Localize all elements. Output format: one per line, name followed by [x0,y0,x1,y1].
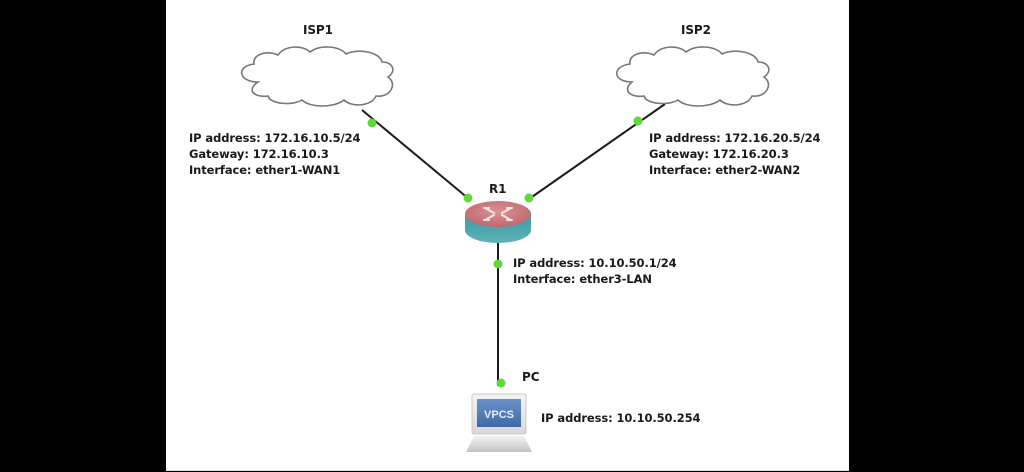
pc-ip-address: IP address: 10.10.50.254 [541,411,701,425]
node-label-isp2: ISP2 [681,23,711,37]
port-isp2[interactable] [633,116,643,126]
isp2-interface: Interface: ether2-WAN2 [649,163,801,177]
isp1-ip-address: IP address: 172.16.10.5/24 [189,131,361,145]
annotation-isp1-link: IP address: 172.16.10.5/24 Gateway: 172.… [189,130,361,178]
isp1-interface: Interface: ether1-WAN1 [189,163,341,177]
lan-ip-address: IP address: 10.10.50.1/24 [513,256,677,270]
annotation-isp2-link: IP address: 172.16.20.5/24 Gateway: 172.… [649,130,821,178]
annotation-lan-link: IP address: 10.10.50.1/24 Interface: eth… [513,255,677,287]
port-pc[interactable] [496,378,506,388]
port-r1-lan[interactable] [493,259,503,269]
cloud-icon [240,46,394,107]
port-r1-wan2[interactable] [524,193,534,203]
cloud-isp1[interactable] [240,46,394,107]
annotation-pc: IP address: 10.10.50.254 [541,410,701,426]
router-top [465,201,531,227]
node-label-pc: PC [522,370,540,384]
cloud-isp2[interactable] [615,46,770,107]
node-label-r1: R1 [489,182,507,196]
isp1-gateway: Gateway: 172.16.10.3 [189,147,329,161]
cloud-icon [615,46,770,107]
lan-interface: Interface: ether3-LAN [513,272,652,286]
link-isp2-r1[interactable] [528,103,666,200]
node-label-isp1: ISP1 [303,23,333,37]
pc-vpcs[interactable]: VPCS [466,393,532,452]
keyboard-base [466,436,532,452]
isp2-ip-address: IP address: 172.16.20.5/24 [649,131,821,145]
port-indicators [367,116,643,388]
link-isp1-r1[interactable] [361,109,470,200]
isp2-gateway: Gateway: 172.16.20.3 [649,147,789,161]
router-r1[interactable] [465,201,531,243]
monitor-screen [477,399,521,427]
port-r1-wan1[interactable] [463,193,473,203]
port-isp1[interactable] [367,118,377,128]
router-arrows-icon [483,207,513,221]
vpcs-screen-label: VPCS [484,409,514,421]
